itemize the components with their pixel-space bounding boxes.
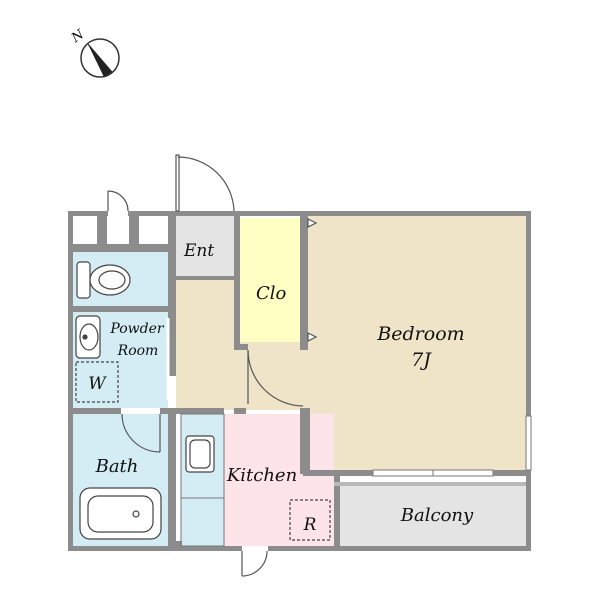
bedroom-floor [303, 216, 526, 474]
shelf-2 [107, 216, 129, 244]
bath-door [121, 413, 161, 453]
walls [68, 211, 531, 551]
doors [107, 154, 318, 577]
hall-to-bedroom-door [247, 349, 304, 407]
room-labels: Ent Clo Bedroom 7J Powder Room W Bath Ki… [88, 241, 474, 535]
washer-label: W [88, 374, 107, 394]
bath-label: Bath [95, 456, 139, 477]
shelf-3 [139, 216, 167, 244]
closet-door-markers [307, 218, 318, 342]
kitchen-sink-icon [185, 435, 215, 473]
compass: N [68, 27, 120, 78]
refrigerator-label: R [303, 515, 317, 535]
powder-room-label-1: Powder [109, 321, 165, 337]
powder-room-label-2: Room [117, 343, 159, 359]
shelf-1 [75, 216, 97, 244]
north-arrow-icon [80, 38, 120, 78]
kitchen-label: Kitchen [226, 465, 297, 486]
entrance-floor [176, 216, 234, 276]
closet-label: Clo [256, 283, 287, 304]
toilet-icon [76, 261, 131, 299]
bedroom-size-label: 7J [411, 349, 432, 371]
kitchen-counter-floor [181, 414, 224, 546]
kitchen-back-door [241, 550, 268, 577]
fixtures [75, 261, 331, 547]
entrance-door [175, 154, 235, 212]
windows [372, 415, 532, 477]
kitchen-floor [224, 414, 334, 546]
sink-icon [75, 315, 101, 359]
bedroom-side-window [525, 415, 532, 471]
closet-floor [240, 218, 303, 342]
bathtub-icon [79, 487, 162, 540]
refrigerator-space [289, 499, 331, 541]
bedroom-label: Bedroom [376, 323, 464, 345]
entrance-label: Ent [183, 241, 214, 261]
kitchen-counter [180, 413, 225, 547]
washer-space [75, 361, 119, 403]
north-label: N [68, 27, 87, 47]
balcony-floor [340, 482, 526, 546]
balcony-label: Balcony [400, 505, 474, 526]
shelf-door [107, 190, 129, 212]
